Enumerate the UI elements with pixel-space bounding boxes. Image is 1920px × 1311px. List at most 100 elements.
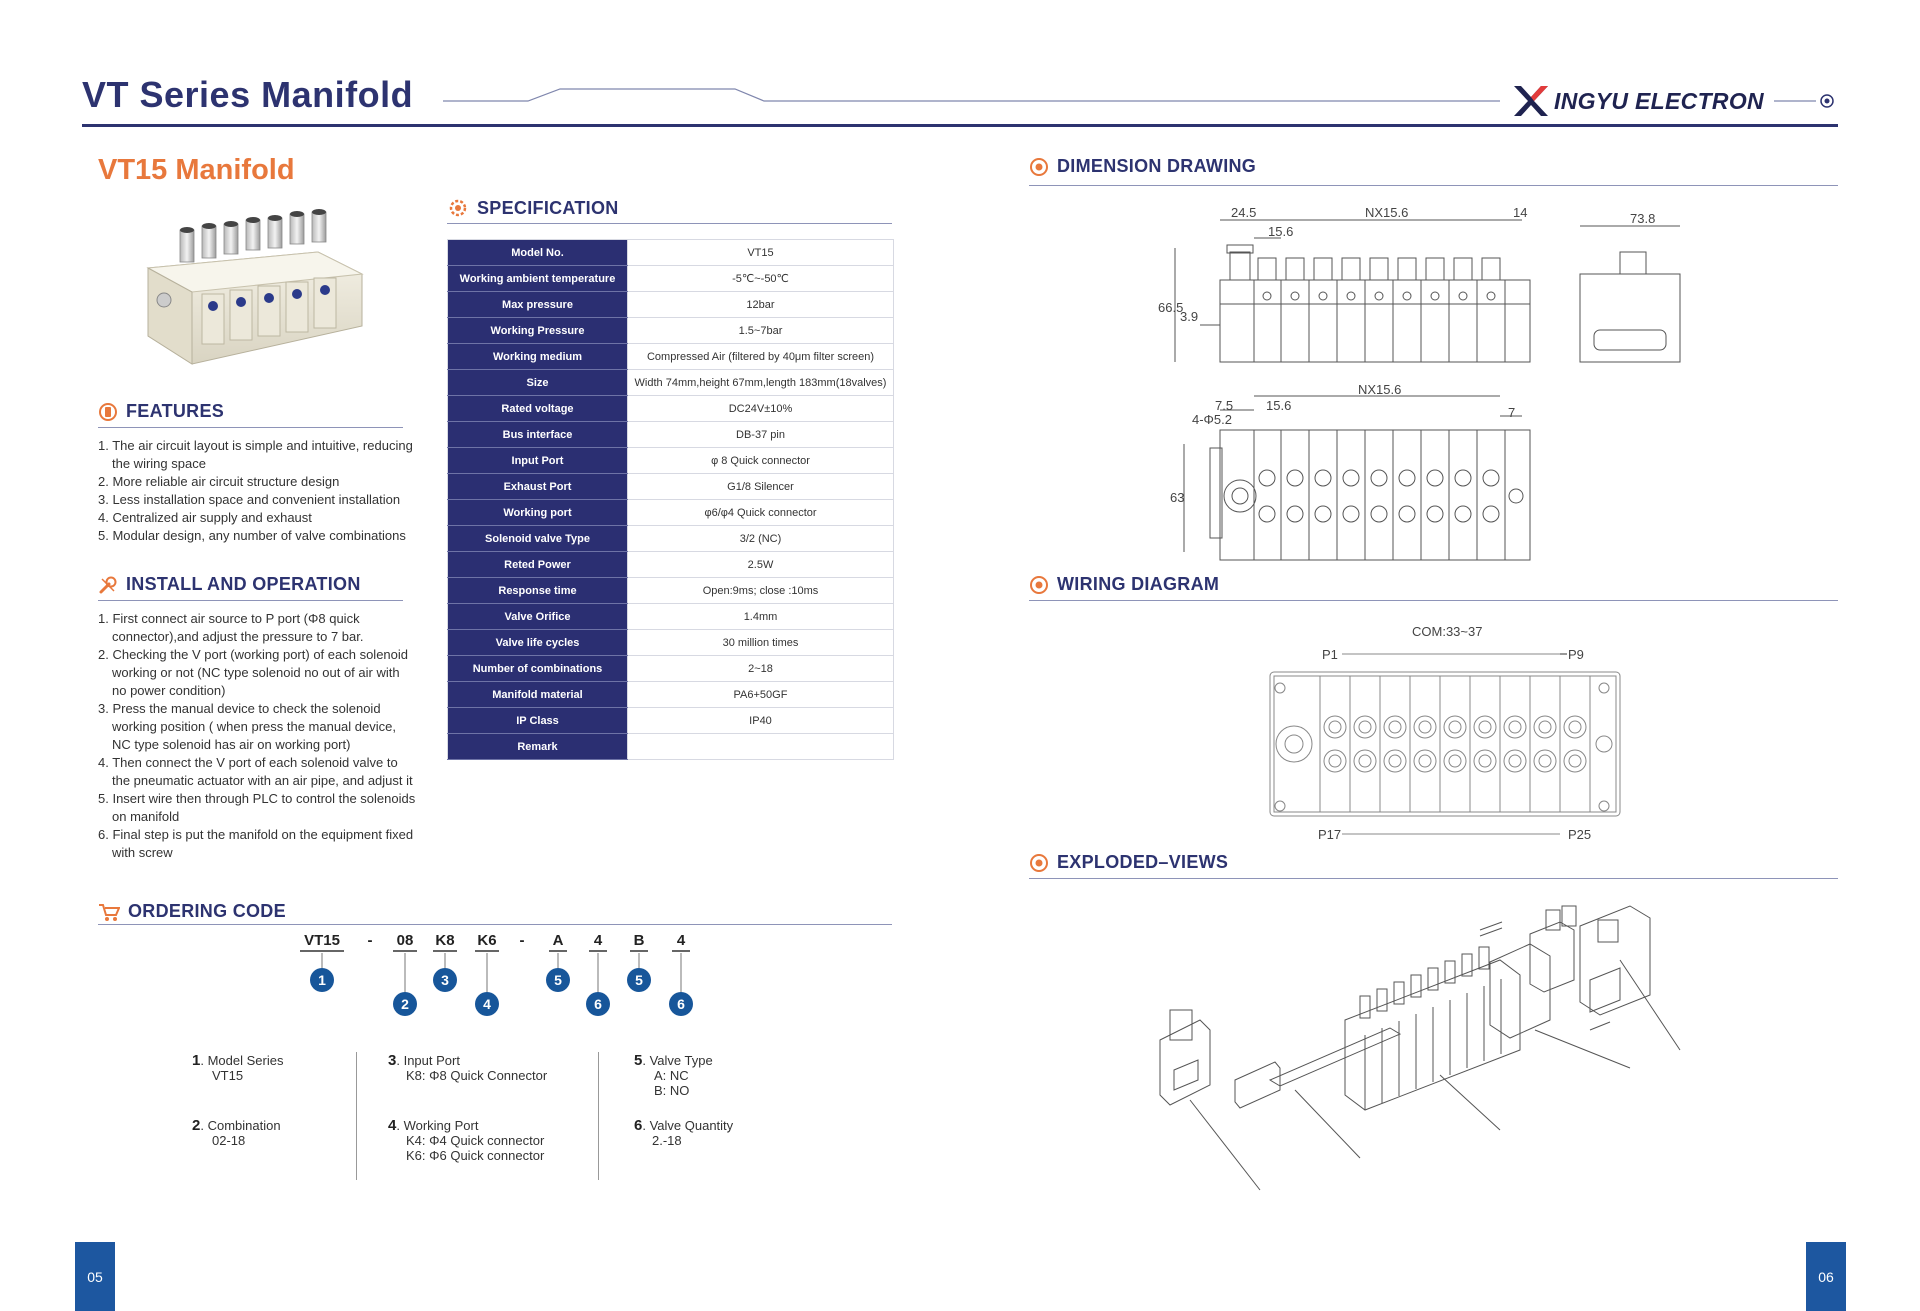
wiring-com-label: COM:33~37 <box>1412 624 1483 639</box>
ordering-heading: ORDERING CODE <box>98 901 286 922</box>
cart-icon <box>99 903 120 921</box>
code-badge: 5 <box>546 968 570 992</box>
product-image <box>146 209 364 365</box>
list-item: 1. First connect air source to P port (Φ… <box>98 611 364 644</box>
code-badge: 4 <box>475 992 499 1016</box>
wiring-drawing <box>1269 653 1621 835</box>
legend-item: 3. Input Port K8: Φ8 Quick Connector <box>388 1052 548 1083</box>
brand-x-icon <box>1514 86 1548 116</box>
code-badge: 6 <box>586 992 610 1016</box>
legend-item: 1. Model Series VT15 <box>192 1052 284 1083</box>
list-item: 3. Less installation space and convenien… <box>98 492 401 507</box>
code-segment: - <box>519 932 525 949</box>
code-badge: 5 <box>627 968 651 992</box>
install-rule <box>98 600 403 601</box>
list-item: 5. Modular design, any number of valve c… <box>98 528 406 543</box>
code-segment: VT15 <box>304 932 340 949</box>
code-segment: 4 <box>593 932 603 949</box>
target-icon <box>1030 157 1048 176</box>
dimension-drawing <box>1174 219 1681 561</box>
list-item: 4. Then connect the V port of each solen… <box>98 755 413 788</box>
exploded-heading: EXPLODED–VIEWS <box>1029 852 1228 873</box>
wrench-icon <box>99 576 117 593</box>
target-icon <box>1030 853 1048 872</box>
legend-item: 4. Working Port K4: Φ4 Quick connector K… <box>388 1117 545 1163</box>
legend-divider <box>598 1052 599 1180</box>
install-list: 1. First connect air source to P port (Φ… <box>98 610 416 862</box>
list-item: 6. Final step is put the manifold on the… <box>98 827 414 860</box>
ordering-connectors <box>300 950 690 993</box>
code-segment: K6 <box>477 932 497 949</box>
code-segment: K8 <box>435 932 455 949</box>
list-item: 3. Press the manual device to check the … <box>98 701 396 752</box>
header-rule <box>82 124 1838 127</box>
code-segment: 08 <box>396 932 414 949</box>
wiring-rule <box>1029 600 1838 601</box>
gear-icon <box>449 199 467 217</box>
code-badge: 3 <box>433 968 457 992</box>
ordering-rule <box>98 924 892 925</box>
code-segment: - <box>367 932 373 949</box>
features-rule <box>98 427 403 428</box>
list-item: 4. Centralized air supply and exhaust <box>98 510 312 525</box>
dimension-rule <box>1029 185 1838 186</box>
wiring-heading: WIRING DIAGRAM <box>1029 574 1219 595</box>
page-number-left: 05 <box>75 1242 115 1311</box>
specification-rule <box>447 223 892 224</box>
header-decoration <box>443 88 1834 108</box>
features-icon <box>99 402 117 421</box>
exploded-view-drawing <box>1159 905 1681 1191</box>
product-subtitle: VT15 Manifold <box>98 154 295 186</box>
wiring-p9-label: P9 <box>1568 647 1584 662</box>
brand-name: INGYU ELECTRON <box>1554 87 1764 114</box>
legend-item: 5. Valve Type A: NC B: NO <box>634 1052 713 1098</box>
list-item: 2. More reliable air circuit structure d… <box>98 474 340 489</box>
legend-item: 6. Valve Quantity 2.-18 <box>634 1117 734 1148</box>
specification-heading: SPECIFICATION <box>447 197 619 219</box>
legend-divider <box>356 1052 357 1180</box>
exploded-rule <box>1029 878 1838 879</box>
table-row: Model No.VT15 <box>447 239 894 266</box>
specification-table: Model No.VT15 Working ambient temperatur… <box>447 239 894 760</box>
code-badge: 6 <box>669 992 693 1016</box>
features-list: 1. The air circuit layout is simple and … <box>98 437 418 545</box>
code-badge: 1 <box>310 968 334 992</box>
list-item: 5. Insert wire then through PLC to contr… <box>98 791 416 824</box>
page-number-right: 06 <box>1806 1242 1846 1311</box>
page-title: VT Series Manifold <box>82 74 414 115</box>
wiring-p1-label: P1 <box>1322 647 1338 662</box>
dimension-heading: DIMENSION DRAWING <box>1029 156 1256 177</box>
table-row: Remark <box>447 733 894 760</box>
wiring-p17-label: P17 <box>1318 827 1342 842</box>
code-badge: 2 <box>393 992 417 1016</box>
brand-logo: INGYU ELECTRON <box>1512 84 1764 118</box>
features-heading: FEATURES <box>98 401 224 422</box>
wiring-p25-label: P25 <box>1568 827 1592 842</box>
code-segment: A <box>552 932 564 949</box>
install-heading: INSTALL AND OPERATION <box>98 574 361 595</box>
code-segment: B <box>633 932 645 949</box>
target-icon <box>1030 575 1048 594</box>
list-item: 1. The air circuit layout is simple and … <box>98 438 413 471</box>
list-item: 2. Checking the V port (working port) of… <box>98 647 409 698</box>
code-segment: 4 <box>676 932 686 949</box>
table-row: Working ambient temperature-5℃~-50℃ <box>447 265 894 292</box>
legend-item: 2. Combination 02-18 <box>192 1117 281 1148</box>
